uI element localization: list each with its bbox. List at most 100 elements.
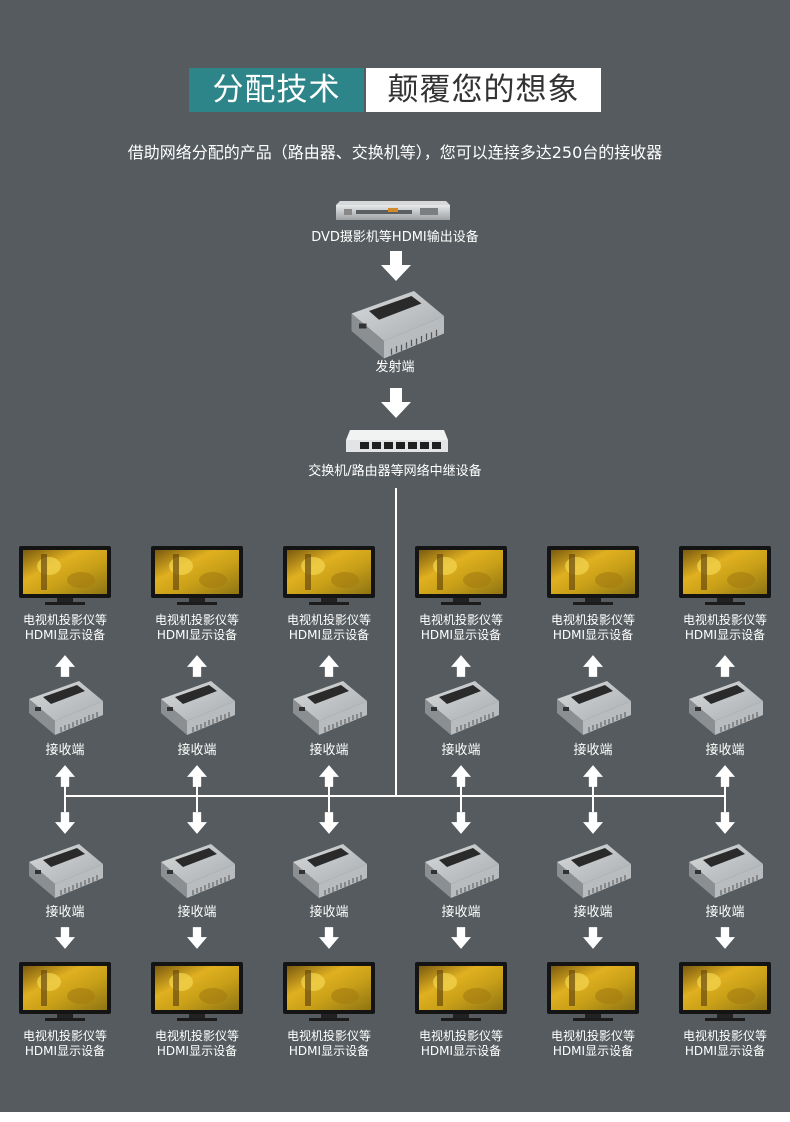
receiver-icon [160, 843, 236, 899]
arrow-up-icon [187, 765, 207, 787]
arrow-up-icon [583, 655, 603, 677]
title-left: 分配技术 [189, 68, 364, 112]
source-label: DVD摄影机等HDMI输出设备 [311, 230, 479, 245]
arrow-down-icon [381, 388, 411, 418]
arrow-down-icon [715, 812, 735, 834]
display-label-line1: 电视机投影仪等 [154, 613, 239, 627]
receiver-icon [292, 680, 368, 736]
receiver-label: 接收端 [177, 743, 217, 758]
arrow-down-icon [187, 927, 207, 949]
display-label-line2: HDMI显示设备 [288, 1044, 370, 1058]
receiver-icon [160, 680, 236, 736]
tv-icon [151, 546, 243, 605]
arrow-up-icon [319, 765, 339, 787]
arrow-up-icon [55, 765, 75, 787]
arrow-down-icon [583, 812, 603, 834]
receiver-icon [28, 680, 104, 736]
display-label-line1: 电视机投影仪等 [418, 613, 503, 627]
transmitter-label: 发射端 [375, 360, 415, 375]
tv-icon [415, 962, 507, 1021]
arrow-down-icon [319, 812, 339, 834]
receiver-label: 接收端 [309, 905, 349, 920]
dvd-player-icon [336, 201, 450, 220]
display-label-line2: HDMI显示设备 [552, 628, 634, 642]
arrow-down-icon [187, 812, 207, 834]
subtitle: 借助网络分配的产品（路由器、交换机等），您可以连接多达250台的接收器 [127, 143, 663, 162]
network-lines [64, 488, 726, 812]
arrow-down-icon [451, 812, 471, 834]
display-label-line2: HDMI显示设备 [684, 628, 766, 642]
display-label-line2: HDMI显示设备 [288, 628, 370, 642]
tv-icon [283, 962, 375, 1021]
display-label-line2: HDMI显示设备 [156, 1044, 238, 1058]
display-label-line1: 电视机投影仪等 [550, 1029, 635, 1043]
arrow-up-icon [715, 765, 735, 787]
receiver-label: 接收端 [45, 905, 85, 920]
tv-icon [151, 962, 243, 1021]
transmitter-icon [350, 290, 445, 360]
tv-icon [679, 962, 771, 1021]
tv-icon [415, 546, 507, 605]
arrow-down-icon [319, 927, 339, 949]
receiver-label: 接收端 [705, 905, 745, 920]
display-label-line1: 电视机投影仪等 [550, 613, 635, 627]
display-label-line2: HDMI显示设备 [420, 628, 502, 642]
arrow-up-icon [715, 655, 735, 677]
receiver-icon [688, 843, 764, 899]
switch-label: 交换机/路由器等网络中继设备 [308, 464, 482, 479]
arrow-down-icon [715, 927, 735, 949]
display-label-line1: 电视机投影仪等 [682, 1029, 767, 1043]
tv-icon [283, 546, 375, 605]
arrow-down-icon [451, 927, 471, 949]
receiver-label: 接收端 [705, 743, 745, 758]
receiver-label: 接收端 [573, 743, 613, 758]
arrow-up-icon [451, 765, 471, 787]
display-label-line1: 电视机投影仪等 [154, 1029, 239, 1043]
arrow-down-icon [583, 927, 603, 949]
receiver-label: 接收端 [177, 905, 217, 920]
tv-icon [547, 962, 639, 1021]
receiver-icon [424, 680, 500, 736]
tv-icon [19, 962, 111, 1021]
title-right: 颠覆您的想象 [366, 68, 601, 112]
receiver-label: 接收端 [573, 905, 613, 920]
receiver-icon [556, 843, 632, 899]
tv-icon [679, 546, 771, 605]
arrow-up-icon [55, 655, 75, 677]
receiver-label: 接收端 [45, 743, 85, 758]
display-label-line1: 电视机投影仪等 [286, 1029, 371, 1043]
tv-icon [547, 546, 639, 605]
arrow-down-icon [55, 927, 75, 949]
receiver-label: 接收端 [309, 743, 349, 758]
display-label-line2: HDMI显示设备 [24, 1044, 106, 1058]
receiver-label: 接收端 [441, 905, 481, 920]
display-label-line1: 电视机投影仪等 [418, 1029, 503, 1043]
arrow-up-icon [583, 765, 603, 787]
display-label-line2: HDMI显示设备 [156, 628, 238, 642]
receiver-icon [424, 843, 500, 899]
arrow-up-icon [187, 655, 207, 677]
arrow-down-icon [55, 812, 75, 834]
display-label-line2: HDMI显示设备 [420, 1044, 502, 1058]
arrow-up-icon [451, 655, 471, 677]
receiver-label: 接收端 [441, 743, 481, 758]
display-label-line2: HDMI显示设备 [552, 1044, 634, 1058]
receiver-icon [688, 680, 764, 736]
display-label-line1: 电视机投影仪等 [22, 613, 107, 627]
switch-icon [346, 430, 448, 452]
arrow-down-icon [381, 251, 411, 281]
display-label-line1: 电视机投影仪等 [682, 613, 767, 627]
